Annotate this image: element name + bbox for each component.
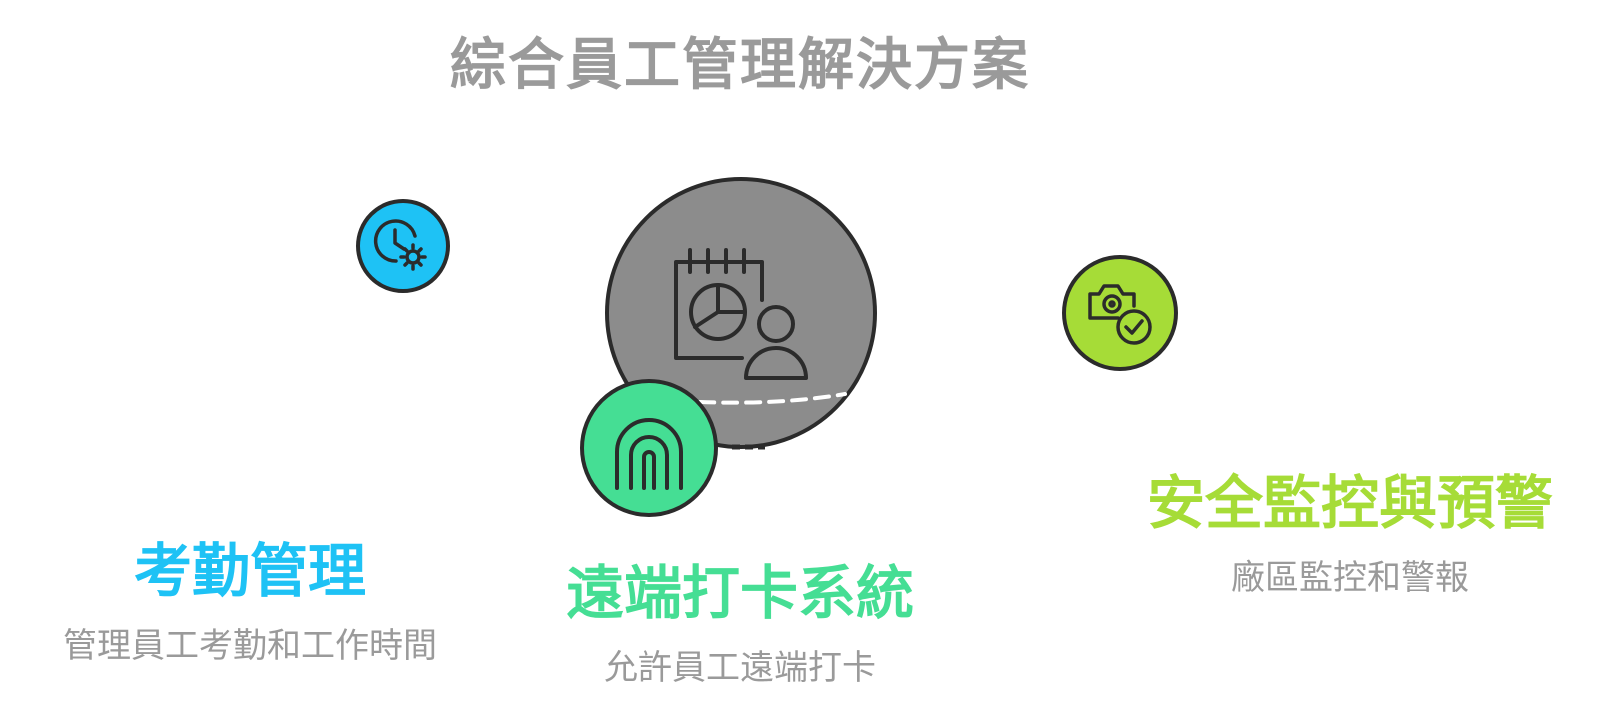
- attendance-label: 考勤管理 管理員工考勤和工作時間: [20, 537, 480, 667]
- page-title: 綜合員工管理解決方案: [450, 33, 1030, 98]
- security-heading: 安全監控與預警: [1146, 469, 1553, 537]
- attendance-node: [356, 199, 450, 293]
- remote-description: 允許員工遠端打卡: [604, 647, 876, 688]
- clock-gear-icon: [373, 219, 427, 271]
- remote-heading: 遠端打卡系統: [565, 559, 914, 627]
- security-node: [1062, 255, 1178, 371]
- center-hub: [605, 177, 877, 450]
- attendance-heading: 考勤管理: [133, 537, 366, 605]
- security-label: 安全監控與預警 廠區監控和警報: [1130, 469, 1570, 599]
- remote-label: 遠端打卡系統 允許員工遠端打卡: [530, 559, 950, 689]
- calendar-user-chart-icon: [674, 248, 808, 380]
- remote-node: [580, 379, 718, 517]
- camera-check-icon: [1088, 284, 1152, 345]
- security-description: 廠區監控和警報: [1231, 557, 1469, 598]
- fingerprint-icon: [615, 418, 683, 490]
- attendance-description: 管理員工考勤和工作時間: [63, 625, 437, 666]
